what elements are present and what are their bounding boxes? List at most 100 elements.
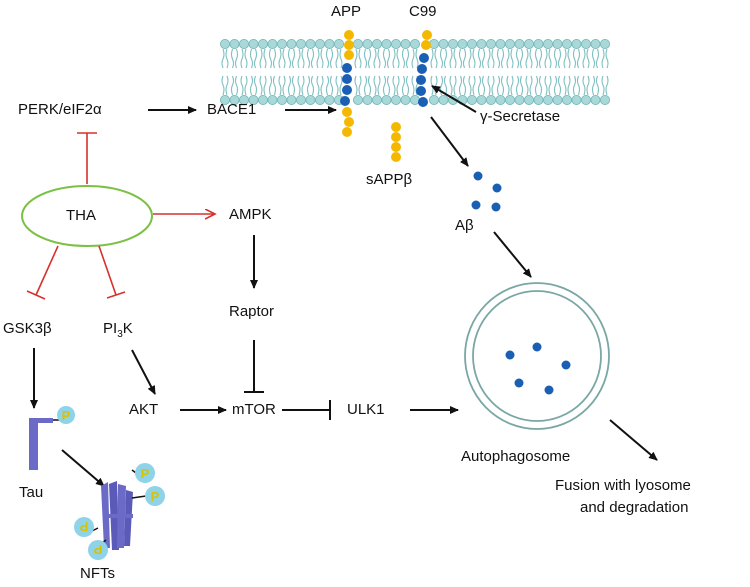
lipid-head [495,39,506,50]
lipid-tail [287,75,292,96]
label-c99: C99 [409,3,437,20]
lipid-tail [401,48,406,69]
label-akt: AKT [129,401,159,418]
lipid-head [428,95,439,106]
lipid-head [371,39,382,50]
c99-fragment [416,30,432,107]
red-inhibit-tha-to-gsk3b [35,245,59,296]
lipid-tail [244,75,248,96]
lipid-head [352,39,363,50]
lipid-head [562,39,573,50]
lipid-tail [363,75,368,96]
lipid-tail [586,48,590,69]
lipid-head [447,39,458,50]
lipid-tail [310,75,315,96]
lipid-head [381,39,392,50]
lipid-head [590,95,601,106]
lipid-tail [306,75,311,96]
lipid-tail [354,75,358,96]
lipid-tail [500,75,505,96]
lipid-head [533,95,544,106]
lipid-tail [396,75,400,96]
lipid-tail [249,75,254,96]
nft-tangles [74,463,165,560]
label-autophagosome: Autophagosome [461,448,571,465]
lipid-tail [477,48,482,69]
lipid-tail [468,48,472,69]
lipid-tail [411,75,415,96]
lipid-tail [405,75,410,96]
lipid-tail [259,75,263,96]
lipid-tail [595,48,600,69]
lipid-tail [572,75,577,96]
label-mtor: mTOR [232,401,276,418]
phospho-circle [74,517,94,537]
lipid-tail [544,48,548,69]
lipid-tail [453,75,457,96]
lipid-head [267,39,278,50]
lipid-tail [411,48,415,69]
lipid-tail [358,48,362,69]
lipid-head [438,39,449,50]
lipid-tail [557,48,562,69]
lipid-tail [548,75,552,96]
lipid-tail [234,75,239,96]
lipid-tail [496,48,501,69]
lipid-head [485,39,496,50]
lipid-tail [386,48,391,69]
lipid-tail [272,75,277,96]
lipid-tail [472,48,476,69]
lipid-head [400,95,411,106]
lipid-head [333,39,344,50]
lipid-tail [291,75,296,96]
lipid-head [524,95,535,106]
lipid-head [476,95,487,106]
lipid-tail [515,48,520,69]
lipid-tail [481,48,486,69]
lipid-head [504,95,515,106]
lipid-tail [367,75,372,96]
lipid-head [600,95,611,106]
lipid-tail [278,75,282,96]
lipid-tail [534,75,539,96]
lipid-tail [567,48,571,69]
lipid-tail [401,75,406,96]
lipid-tail [582,75,586,96]
lipid-tail [320,48,324,69]
lipid-head [314,39,325,50]
lipid-tail [301,48,305,69]
lipid-head [571,39,582,50]
lipid-tail [576,75,581,96]
lipid-tail [253,48,258,69]
lipid-tail [329,48,334,69]
tau-protein [29,406,75,470]
lipid-tail [576,48,581,69]
lipid-tail [367,48,372,69]
label-abeta: Aβ [455,217,474,234]
lipid-tail [544,75,548,96]
lipid-tail [392,48,396,69]
lipid-tail [297,75,301,96]
lipid-head [466,39,477,50]
lipid-tail [525,75,529,96]
lipid-head [562,95,573,106]
lipid-tail [563,48,567,69]
lipid-tail [443,48,448,69]
arrow-abeta-to-autophagosome [493,231,532,278]
label-bace1: BACE1 [207,101,257,118]
lipid-head [229,39,240,50]
lipid-head [466,95,477,106]
lipid-tail [515,75,520,96]
lipid-head [438,95,449,106]
cell-membrane [219,39,611,106]
lipid-tail [443,75,448,96]
lipid-tail [310,48,315,69]
lipid-tail [301,75,305,96]
lipid-head [390,95,401,106]
lipid-head [276,95,287,106]
lipid-tail [487,48,491,69]
lipid-tail [462,75,467,96]
phospho-circle [88,540,108,560]
lipid-tail [335,48,339,69]
arrow-autophagosome-to-fusion [609,419,658,461]
